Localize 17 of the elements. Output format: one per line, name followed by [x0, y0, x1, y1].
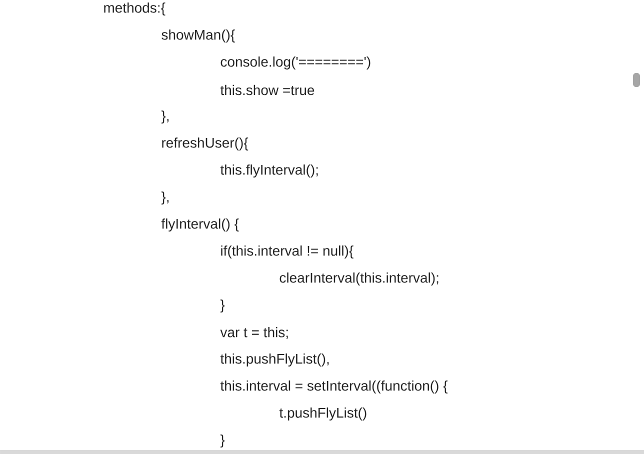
code-line: }, — [161, 191, 169, 205]
code-line: if(this.interval != null){ — [221, 245, 354, 259]
code-line: var t = this; — [220, 327, 288, 339]
code-line: this.pushFlyList(), — [220, 353, 329, 366]
code-line: methods:{ — [104, 2, 166, 16]
code-line: }, — [161, 110, 169, 124]
code-line: } — [220, 299, 225, 313]
code-line: this.flyInterval(); — [220, 164, 318, 178]
code-line: this.interval = setInterval((function() { — [220, 380, 448, 394]
code-line: this.show =true — [220, 84, 314, 96]
code-line: } — [220, 434, 225, 448]
code-line: t.pushFlyList() — [279, 407, 366, 420]
code-line: refreshUser(){ — [162, 137, 248, 151]
code-line: clearInterval(this.interval); — [280, 272, 438, 286]
code-line: flyInterval() { — [161, 218, 239, 232]
code-line: console.log('========') — [220, 56, 370, 70]
code-line: showMan(){ — [162, 29, 235, 43]
